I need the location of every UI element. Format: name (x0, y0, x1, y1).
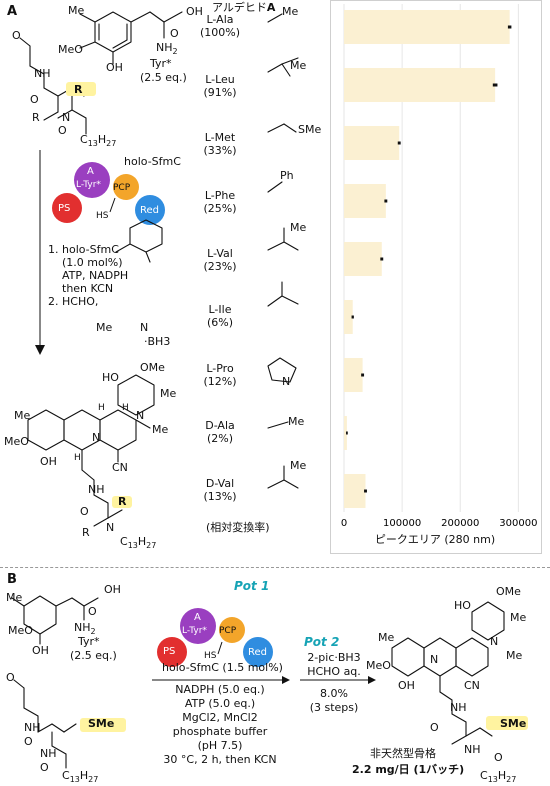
aa-5-pct: (6%) (206, 316, 234, 329)
tyr-ring-structure (79, 11, 183, 65)
aa-6-name: L-Pro (206, 362, 234, 375)
picoline-borane-structure (115, 219, 163, 263)
reaction-arrowhead (35, 345, 45, 355)
bar-L-Met (344, 126, 400, 160)
aa-7-name: D-Ala (205, 419, 235, 432)
aa-3-name: L-Phe (204, 189, 236, 202)
aldehyde-header: アルデヒドA (212, 1, 276, 14)
aa-7-pct: (2%) (206, 432, 234, 445)
chart-x-label: ピークエリア (280 nm) (374, 533, 496, 546)
domain-ps-bubble-b (157, 637, 187, 667)
aa-1-pct: (91%) (203, 86, 237, 99)
tyr-eq: (2.5 eq.) (140, 71, 187, 84)
aa-0-name: L-Ala (206, 13, 234, 26)
product-amount: 2.2 mg/日 (1バッチ) (352, 763, 465, 776)
aa-2-name: L-Met (204, 131, 236, 144)
relative-conversion-note: (相対変換率) (206, 521, 270, 534)
r-label: R (74, 83, 83, 96)
panel-b-label: B (7, 572, 17, 587)
panel-b-structures (11, 595, 528, 769)
panel-a-label: A (7, 4, 18, 19)
domain-ps-bubble (52, 193, 82, 223)
holo-sfmc-label: holo-SfmC (124, 155, 181, 168)
bar-L-Ala (344, 10, 510, 44)
panel-separator (0, 567, 550, 568)
x-tick-label: 300000 (499, 518, 537, 529)
chart-frame (330, 0, 542, 554)
x-tick-label: 0 (341, 518, 347, 529)
peak-area-bar-chart: 0 100000 200000 300000 (341, 4, 537, 529)
tyr-label: Tyr* (150, 57, 172, 70)
product-sme-highlight (486, 716, 528, 730)
domain-red-bubble (135, 195, 165, 225)
domain-pcp-bubble (113, 174, 139, 200)
tyr-b-label: Tyr* (78, 635, 100, 648)
bar-L-Val (344, 242, 382, 276)
aa-2-pct: (33%) (203, 144, 237, 157)
aa-8-pct: (13%) (203, 490, 237, 503)
yield: 8.0% (320, 687, 348, 700)
sme-highlight (80, 718, 126, 732)
aldehyde-b (13, 679, 77, 769)
aa-1-name: L-Leu (205, 73, 235, 86)
bar-L-Pro (344, 358, 363, 392)
r-highlight (66, 82, 96, 96)
aa-8-name: D-Val (205, 477, 235, 490)
x-tick-label: 100000 (383, 518, 421, 529)
product-r-highlight (112, 496, 132, 508)
aa-4-name: L-Val (207, 247, 233, 260)
side-chain-sketches (267, 13, 299, 489)
aa-4-pct: (23%) (203, 260, 237, 273)
domain-pcp-bubble-b (219, 617, 245, 643)
product-structure (27, 374, 155, 527)
bar-L-Ile (344, 300, 353, 334)
tyr-ring-b (11, 595, 99, 645)
product-b (391, 601, 505, 745)
sme-b-label: SMe (88, 717, 115, 730)
pot2-label: Pot 2 (304, 635, 340, 649)
c13-label: C13H27 (80, 133, 117, 149)
panel-a-structures (19, 11, 299, 527)
tyr-b-eq: (2.5 eq.) (70, 649, 117, 662)
aa-5-name: L-Ile (208, 303, 232, 316)
steps: (3 steps) (309, 701, 359, 714)
aa-3-pct: (25%) (203, 202, 237, 215)
bar-L-Leu (344, 68, 496, 102)
bar-L-Phe (344, 184, 386, 218)
x-tick-label: 200000 (441, 518, 479, 529)
product-caption: 非天然型骨格 (370, 747, 436, 760)
domain-red-bubble-b (243, 637, 273, 667)
aa-0-pct: (100%) (199, 26, 241, 39)
domain-a-bubble-b (180, 608, 216, 644)
aa-6-pct: (12%) (203, 375, 237, 388)
pot1-label: Pot 1 (234, 579, 270, 593)
bar-D-Val (344, 474, 366, 508)
holo-sfmc-b: holo-SfmC (1.5 mol%) (162, 661, 283, 674)
domain-a-bubble (74, 162, 110, 198)
bar-D-Ala (344, 416, 347, 450)
